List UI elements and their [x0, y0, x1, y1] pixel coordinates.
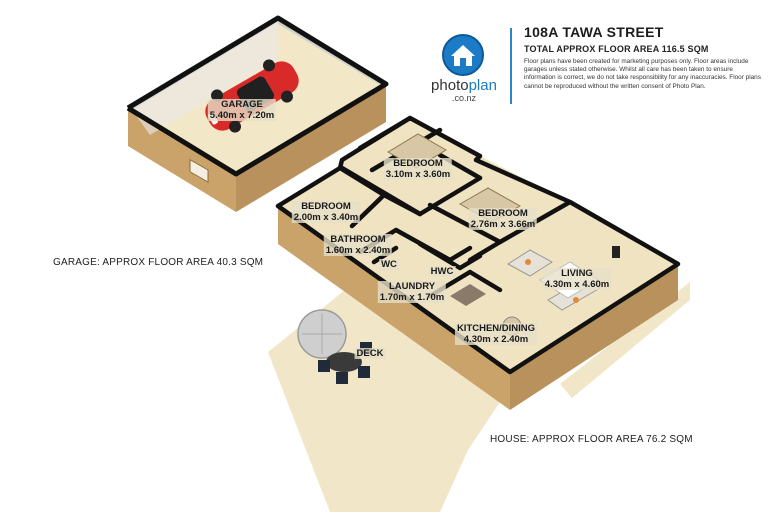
header: photoplan .co.nz 108A TAWA STREET TOTAL … [431, 22, 768, 112]
house-area-caption: HOUSE: APPROX FLOOR AREA 76.2 SQM [490, 434, 693, 445]
room-size: 5.40m x 7.20m [207, 110, 277, 121]
garage-window [189, 158, 209, 183]
room-label-deck: DECK [354, 348, 386, 359]
table-icon [326, 352, 362, 372]
room-size: 4.30m x 2.40m [454, 334, 538, 345]
room-label-bathroom: BATHROOM 1.60m x 2.40m [323, 234, 393, 256]
total-floor-area: TOTAL APPROX FLOOR AREA 116.5 SQM [524, 44, 709, 54]
tv-icon [612, 246, 620, 258]
house-walls [278, 206, 678, 410]
logo-text: photoplan .co.nz [426, 77, 502, 105]
room-label-hwc: HWC [428, 266, 456, 277]
chair-icon [318, 360, 330, 372]
brand-domain: .co.nz [451, 93, 476, 103]
room-name: BEDROOM [291, 201, 361, 212]
room-label-bedroom2: BEDROOM 2.00m x 3.40m [291, 201, 361, 223]
chair-icon [358, 366, 370, 378]
room-label-living: LIVING 4.30m x 4.60m [542, 268, 612, 290]
room-size: 3.10m x 3.60m [383, 169, 453, 180]
room-size: 1.70m x 1.70m [377, 292, 447, 303]
house-floor [278, 118, 678, 372]
room-name: LAUNDRY [377, 281, 447, 292]
room-size: 1.60m x 2.40m [323, 245, 393, 256]
room-name: HWC [428, 266, 456, 277]
room-name: GARAGE [207, 99, 277, 110]
brand-name: photoplan [431, 77, 497, 94]
room-name: BEDROOM [383, 158, 453, 169]
room-name: DECK [354, 348, 386, 359]
cushion-icon [525, 259, 531, 265]
room-size: 2.76m x 3.66m [468, 219, 538, 230]
room-label-kitchen: KITCHEN/DINING 4.30m x 2.40m [454, 323, 538, 345]
room-name: BEDROOM [468, 208, 538, 219]
room-label-wc: WC [379, 259, 399, 270]
room-label-laundry: LAUNDRY 1.70m x 1.70m [377, 281, 447, 303]
header-divider [510, 28, 512, 104]
room-name: KITCHEN/DINING [454, 323, 538, 334]
disclaimer-text: Floor plans have been created for market… [524, 58, 761, 90]
room-label-bedroom3: BEDROOM 2.76m x 3.66m [468, 208, 538, 230]
chair-icon [336, 372, 348, 384]
room-name: BATHROOM [323, 234, 393, 245]
room-label-bedroom1: BEDROOM 3.10m x 3.60m [383, 158, 453, 180]
bench-icon [450, 284, 486, 306]
house-icon [442, 34, 484, 76]
room-name: LIVING [542, 268, 612, 279]
garage-area-caption: GARAGE: APPROX FLOOR AREA 40.3 SQM [53, 257, 264, 268]
interior-walls [275, 115, 681, 375]
room-name: WC [379, 259, 399, 270]
room-size: 2.00m x 3.40m [291, 212, 361, 223]
room-size: 4.30m x 4.60m [542, 279, 612, 290]
brand-name-accent: plan [468, 77, 497, 94]
property-address: 108A TAWA STREET [524, 24, 664, 40]
cushion-icon [573, 297, 579, 303]
room-label-garage: GARAGE 5.40m x 7.20m [207, 99, 277, 121]
